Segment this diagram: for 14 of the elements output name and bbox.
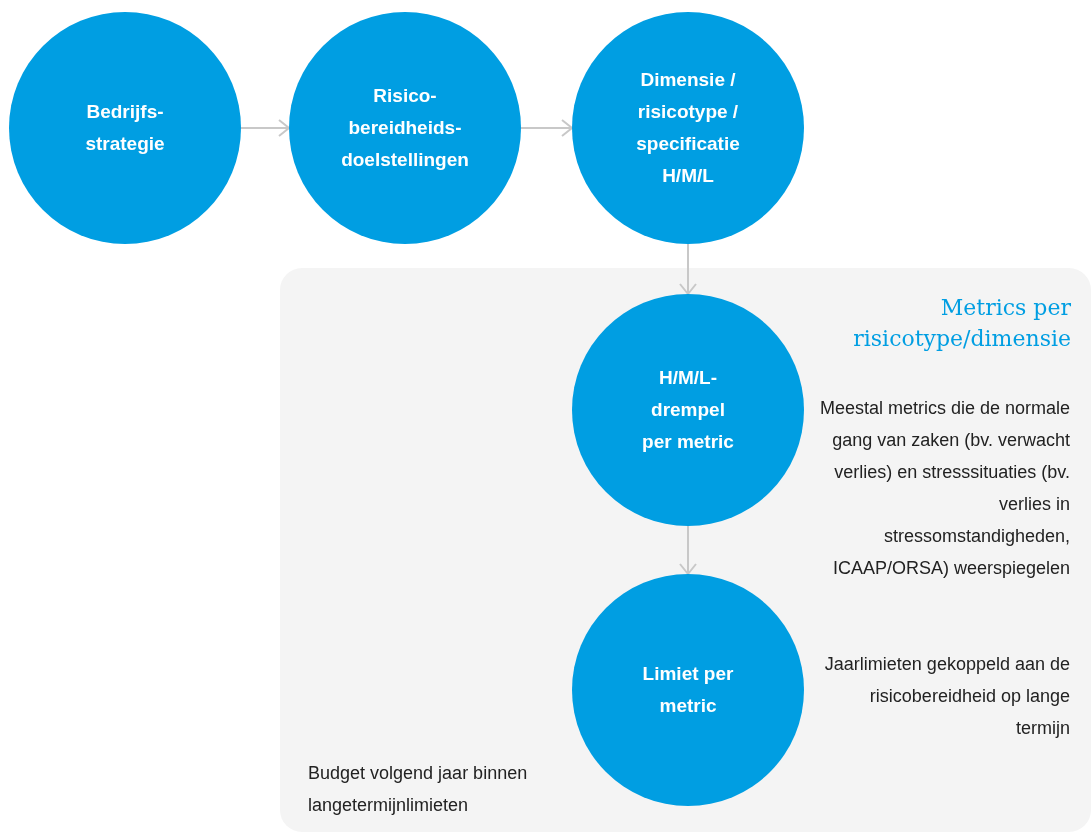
description-text: Jaarlimieten gekoppeld aan de risicobereidheid op lange termijn	[823, 653, 1070, 740]
arrow	[679, 243, 697, 295]
arrow	[240, 119, 290, 137]
circle-label: Dimensie / risicotype / specificatie H/M/L	[635, 68, 741, 188]
group-panel	[280, 268, 1091, 832]
description-text: Meestal metrics die de normale gang van zaken (bv. verwacht verlies) en stresssituaties (bv. verlies in stressomstandigheden, ICAAP/ORSA) weerspiegelen	[818, 397, 1070, 580]
circle-label: Limiet per metric	[641, 662, 735, 718]
circle-label: Risico- bereidheids- doelstellingen	[340, 84, 470, 172]
circle-label: H/M/L- drempel per metric	[641, 366, 735, 454]
panel-title: Metrics per risicotype/dimensie	[852, 294, 1071, 353]
description-text: Budget volgend jaar binnen langetermijnlimieten	[308, 762, 529, 817]
arrow	[679, 525, 697, 575]
arrow	[520, 119, 573, 137]
circle-label: Bedrijfs- strategie	[84, 100, 166, 156]
